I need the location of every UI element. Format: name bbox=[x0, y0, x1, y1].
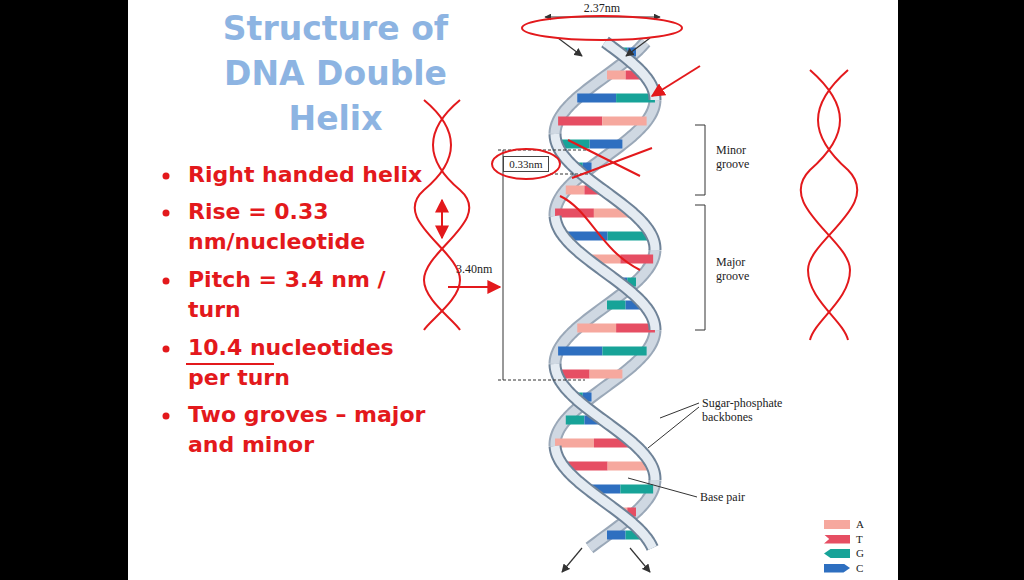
base-pair-half bbox=[566, 416, 585, 425]
leader-line bbox=[660, 403, 699, 418]
bullet-dot bbox=[163, 413, 170, 420]
legend-swatch bbox=[824, 535, 850, 544]
annotation-squiggle bbox=[424, 100, 469, 330]
base-pair-half bbox=[602, 117, 646, 126]
annotation-stroke bbox=[560, 140, 652, 270]
annotation-arrow bbox=[441, 200, 443, 238]
bullet-point: Right handed helix bbox=[188, 160, 448, 190]
groove-bracket bbox=[695, 205, 705, 330]
base-pair-half bbox=[577, 324, 616, 333]
sugar-phosphate-strand bbox=[555, 134, 655, 250]
dimension-line bbox=[503, 150, 504, 380]
sugar-phosphate-strand bbox=[605, 42, 655, 100]
legend-label: T bbox=[856, 533, 863, 546]
annotation-squiggle bbox=[801, 70, 850, 340]
side-bar bbox=[898, 0, 1024, 580]
legend-swatch bbox=[824, 564, 850, 573]
legend-swatch bbox=[824, 549, 850, 558]
bullet-point: Rise = 0.33 nm/nucleotide bbox=[188, 197, 428, 257]
bullet-dot bbox=[163, 346, 170, 353]
dimension-label: 3.40nm bbox=[456, 262, 500, 276]
base-pair-half bbox=[558, 347, 602, 356]
part-label: Minor groove bbox=[716, 143, 766, 171]
dimension-tick bbox=[498, 380, 585, 381]
bullet-dot bbox=[163, 210, 170, 217]
annotation-arrow bbox=[448, 286, 500, 288]
part-label: Base pair bbox=[700, 490, 760, 504]
annotation-squiggle bbox=[415, 100, 460, 330]
annotation-arrow bbox=[652, 66, 700, 96]
bullet-dot bbox=[163, 278, 170, 285]
pointer-arrow bbox=[558, 38, 582, 56]
base-pair-half bbox=[602, 347, 646, 356]
base-pair-half bbox=[566, 186, 585, 195]
legend-label: G bbox=[856, 547, 864, 560]
leader-line bbox=[628, 478, 697, 497]
base-pair-half bbox=[607, 71, 626, 80]
front-strands bbox=[555, 42, 655, 548]
bullet-dots bbox=[163, 173, 170, 420]
base-pair-half bbox=[607, 301, 626, 310]
pointer-arrow bbox=[562, 548, 582, 572]
side-bar bbox=[0, 0, 128, 580]
sugar-phosphate-strand bbox=[555, 446, 653, 548]
sugar-phosphate-strand bbox=[555, 216, 655, 330]
bullet-dot bbox=[163, 173, 170, 180]
annotation-squiggle bbox=[808, 70, 857, 340]
annotation-ellipse bbox=[522, 16, 682, 40]
sugar-phosphate-strand bbox=[605, 42, 655, 100]
dimension-label: 2.37nm bbox=[582, 1, 622, 15]
part-label: Major groove bbox=[716, 255, 766, 283]
legend-label: A bbox=[856, 518, 864, 531]
base-pair-half bbox=[620, 485, 653, 494]
pointer-arrow bbox=[630, 548, 650, 572]
groove-bracket bbox=[695, 125, 705, 195]
dna-helix bbox=[555, 42, 655, 548]
back-strands bbox=[555, 42, 655, 548]
annotation-ellipse bbox=[492, 149, 560, 179]
annotation-underline bbox=[186, 363, 274, 365]
base-pair-half bbox=[607, 531, 626, 540]
base-pair-half bbox=[558, 117, 602, 126]
slide-title: Structure of DNA Double Helix bbox=[208, 6, 463, 141]
legend-label: C bbox=[856, 562, 863, 575]
bullet-point: Pitch = 3.4 nm / turn bbox=[188, 265, 423, 325]
bullet-point: Two groves – major and minor bbox=[188, 400, 438, 460]
base-pair-half bbox=[590, 370, 623, 379]
legend-swatch bbox=[824, 520, 850, 529]
base-pair-half bbox=[590, 140, 623, 149]
sugar-phosphate-strand bbox=[555, 216, 655, 330]
bullet-point: 10.4 nucleotides per turn bbox=[188, 333, 423, 393]
sugar-phosphate-strand bbox=[555, 446, 653, 548]
sugar-phosphate-strand bbox=[555, 364, 655, 480]
sugar-phosphate-strand bbox=[555, 364, 655, 480]
base-pair-half bbox=[620, 255, 653, 264]
leader-line bbox=[648, 407, 699, 448]
sugar-phosphate-strand bbox=[555, 134, 655, 250]
pointer-arrow bbox=[626, 38, 650, 56]
dimension-label: 0.33nm bbox=[503, 156, 549, 172]
part-label: Sugar-phosphate backbones bbox=[702, 396, 800, 424]
base-pair-half bbox=[577, 94, 616, 103]
